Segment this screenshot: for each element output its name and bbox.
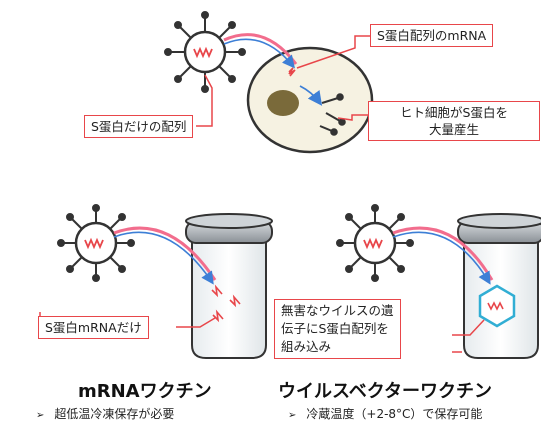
bullet-arrow-icon: ➢ <box>288 410 297 421</box>
virus-icon-top <box>164 11 246 93</box>
vector-gene-label-line1: 無害なウイルスの遺 <box>281 303 394 318</box>
vial-icon-mrna <box>185 213 273 359</box>
injection-arrow-mrna <box>113 226 217 285</box>
mrna-sequence-label: S蛋白配列のmRNA <box>370 24 494 47</box>
vector-gene-label-line2: 伝子にS蛋白配列を <box>281 321 389 336</box>
callout-lines-top <box>196 35 370 127</box>
vector-gene-label: 無害なウイルスの遺 伝子にS蛋白配列を 組み込み <box>274 299 401 359</box>
injection-arrow-vector <box>392 226 494 285</box>
mrna-only-label: S蛋白mRNAだけ <box>38 316 149 339</box>
production-label: ヒト細胞がS蛋白を 大量産生 <box>368 101 540 141</box>
mrna-storage-bullet: ➢ 超低温冷凍保存が必要 <box>36 405 174 422</box>
cell-icon <box>246 46 374 154</box>
vial-icon-vector <box>457 213 541 359</box>
vector-gene-label-line3: 組み込み <box>281 339 332 354</box>
vector-vaccine-title: ウイルスベクターワクチン <box>278 381 493 402</box>
mrna-vaccine-title: mRNAワクチン <box>78 381 212 402</box>
vector-storage-bullet: ➢ 冷蔵温度（+2-8°C）で保存可能 <box>288 405 482 422</box>
vector-storage-text: 冷蔵温度（+2-8°C）で保存可能 <box>306 407 483 421</box>
bullet-arrow-icon: ➢ <box>36 410 45 421</box>
virus-icon-vector <box>336 204 414 282</box>
production-label-line2: 大量産生 <box>428 122 479 137</box>
sequence-only-label: S蛋白だけの配列 <box>84 115 194 138</box>
production-label-line1: ヒト細胞がS蛋白を <box>400 105 508 120</box>
callout-lines-vector <box>452 319 485 353</box>
infection-arrow-top <box>223 33 298 69</box>
mrna-storage-text: 超低温冷凍保存が必要 <box>54 407 175 421</box>
virus-icon-mrna <box>57 204 135 282</box>
